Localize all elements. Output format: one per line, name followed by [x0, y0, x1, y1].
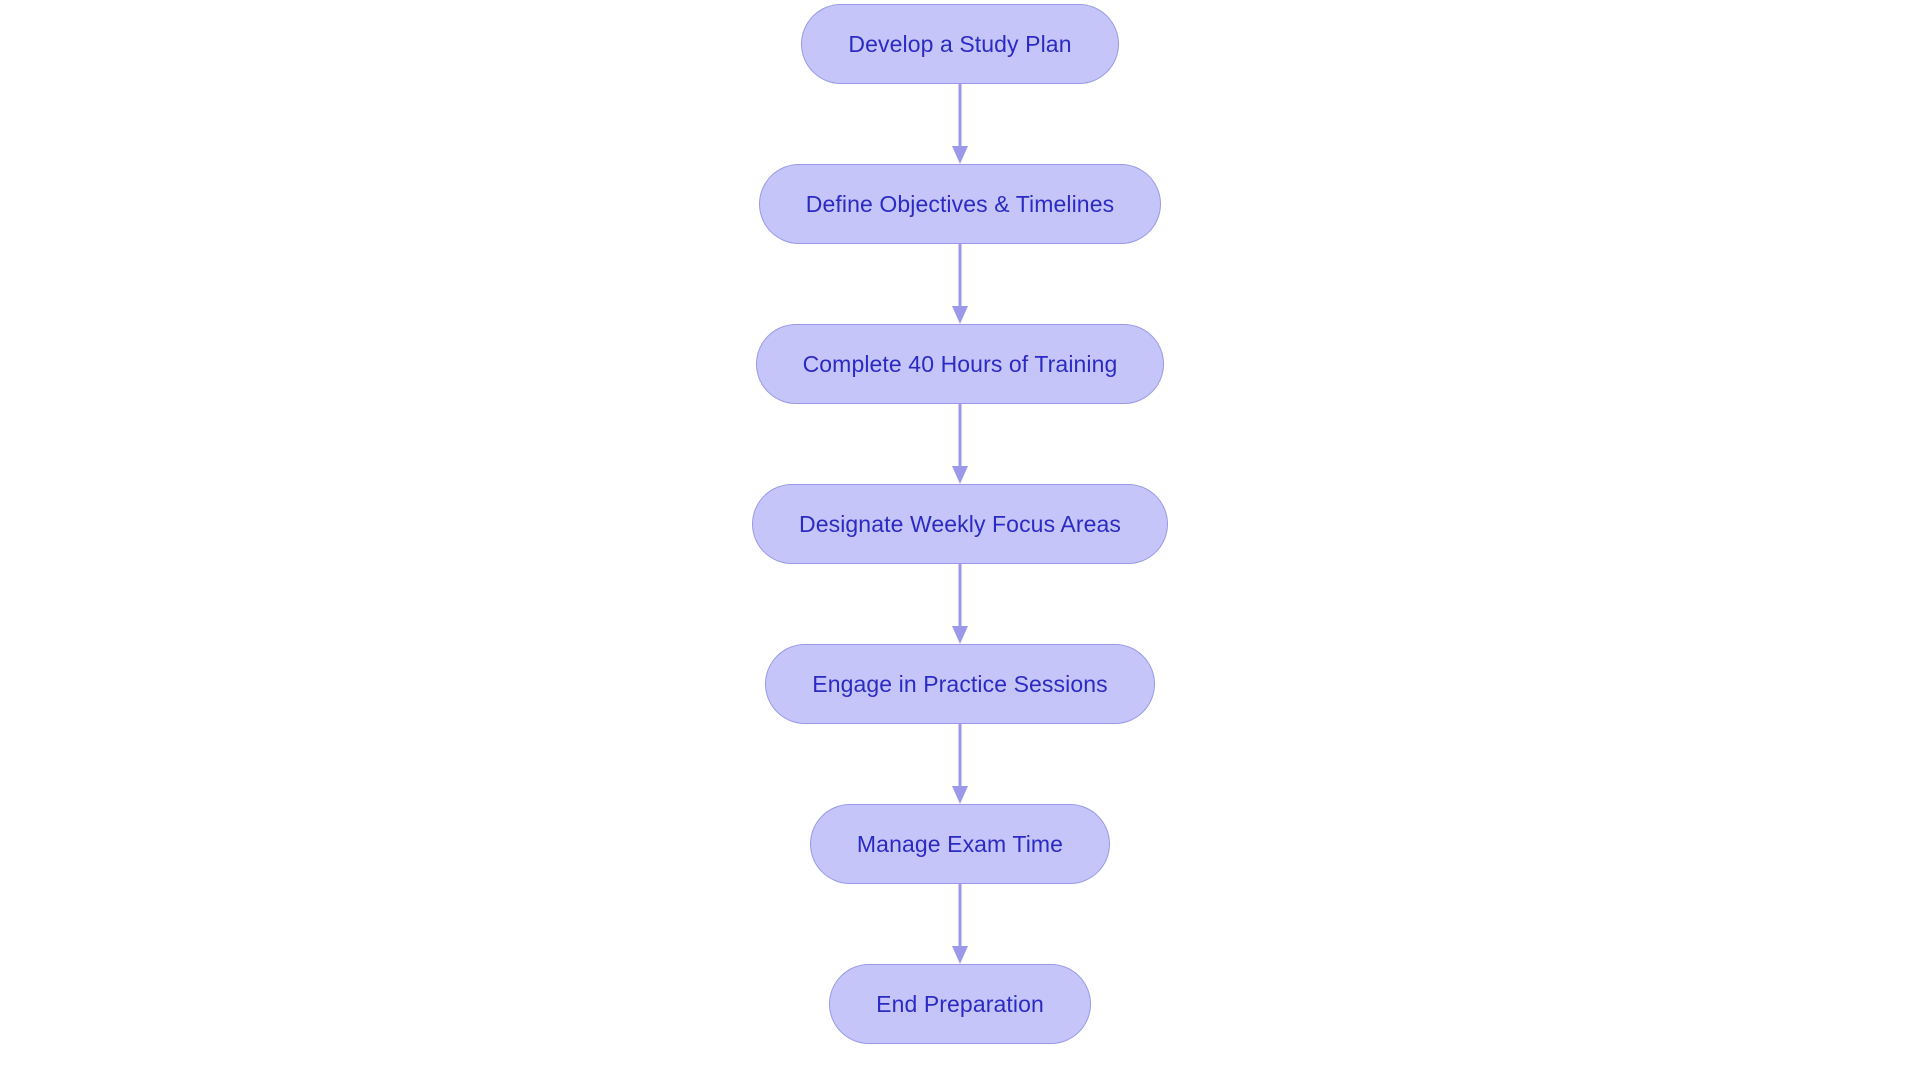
- arrow-line: [958, 724, 962, 786]
- node-label: Manage Exam Time: [856, 830, 1064, 857]
- flowchart-node-define-objectives-timelines[interactable]: Define Objectives & Timelines: [758, 164, 1162, 244]
- arrow-line: [958, 564, 962, 626]
- node-label: Designate Weekly Focus Areas: [799, 510, 1121, 537]
- node-label: End Preparation: [876, 990, 1044, 1017]
- flowchart-node-develop-a-study-plan[interactable]: Develop a Study Plan: [801, 4, 1119, 84]
- arrow-head-icon: [952, 946, 968, 964]
- flowchart-arrow-3: [948, 404, 972, 484]
- node-label: Develop a Study Plan: [848, 30, 1072, 57]
- arrow-line: [958, 84, 962, 146]
- arrow-head-icon: [952, 466, 968, 484]
- arrow-line: [958, 404, 962, 466]
- arrow-head-icon: [952, 146, 968, 164]
- node-label: Define Objectives & Timelines: [805, 190, 1115, 217]
- arrow-head-icon: [952, 786, 968, 804]
- node-label: Engage in Practice Sessions: [812, 670, 1108, 697]
- arrow-head-icon: [952, 626, 968, 644]
- flowchart-arrow-1: [948, 84, 972, 164]
- arrow-head-icon: [952, 306, 968, 324]
- flowchart-arrow-6: [948, 884, 972, 964]
- flowchart-arrow-4: [948, 564, 972, 644]
- flowchart-node-complete-40-hours-of-training[interactable]: Complete 40 Hours of Training: [755, 324, 1165, 404]
- flowchart-node-manage-exam-time[interactable]: Manage Exam Time: [809, 804, 1111, 884]
- node-label: Complete 40 Hours of Training: [802, 350, 1118, 377]
- flowchart-node-end-preparation[interactable]: End Preparation: [829, 964, 1091, 1044]
- flowchart-node-designate-weekly-focus-areas[interactable]: Designate Weekly Focus Areas: [752, 484, 1168, 564]
- arrow-line: [958, 884, 962, 946]
- flowchart-node-engage-in-practice-sessions[interactable]: Engage in Practice Sessions: [765, 644, 1155, 724]
- flowchart-arrow-5: [948, 724, 972, 804]
- flowchart-arrow-2: [948, 244, 972, 324]
- arrow-line: [958, 244, 962, 306]
